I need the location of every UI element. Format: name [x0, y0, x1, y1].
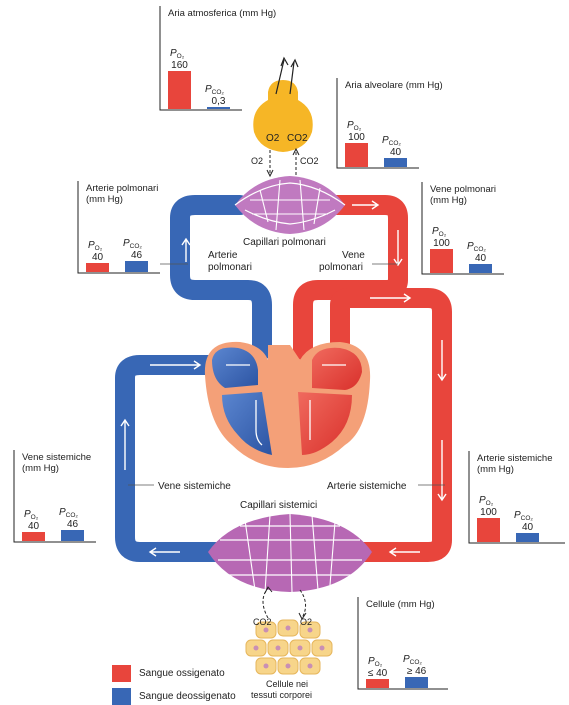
- box-title: Cellule (mm Hg): [366, 599, 435, 610]
- po2-bar: [22, 532, 45, 541]
- legend-swatch-deoxygenated: [112, 688, 131, 705]
- tissue-o2-label: O2: [300, 617, 312, 627]
- pco2-value: 46: [67, 519, 79, 530]
- pco2-bar: [207, 107, 230, 109]
- box-title-2: (mm Hg): [86, 194, 123, 205]
- box-title: Aria atmosferica (mm Hg): [168, 8, 276, 19]
- po2-label: PO₂: [88, 240, 103, 252]
- label-capillari-polmonari: Capillari polmonari: [243, 237, 326, 248]
- tissue-co2-label: CO2: [253, 617, 272, 627]
- pco2-label: PCO₂: [467, 241, 486, 253]
- pco2-value: 40: [475, 253, 487, 264]
- pco2-value: 40: [522, 522, 534, 533]
- pco2-label: PCO₂: [205, 84, 224, 96]
- pressure-box-alv: Aria alveolare (mm Hg) 100 40 PO₂ PCO₂: [337, 78, 443, 168]
- pco2-label: PCO₂: [382, 135, 401, 147]
- po2-label: PO₂: [368, 656, 383, 668]
- pulmonary-capillaries: [235, 176, 345, 234]
- lung-co2-arrow-label: CO2: [300, 156, 319, 166]
- pco2-label: PCO₂: [59, 507, 78, 519]
- pco2-bar: [384, 158, 407, 167]
- legend-item-oxygenated: Sangue ossigenato: [112, 664, 282, 683]
- pco2-value: ≥ 46: [407, 666, 427, 677]
- label-arterie-polmonari-2: polmonari: [208, 262, 252, 273]
- po2-value: 100: [348, 132, 365, 143]
- pco2-label: PCO₂: [514, 510, 533, 522]
- legend-swatch-oxygenated: [112, 665, 131, 682]
- box-title: Vene polmonari: [430, 184, 496, 195]
- lung-o2-arrow-label: O2: [251, 156, 263, 166]
- po2-value: 40: [92, 252, 104, 263]
- label-capillari-sistemici: Capillari sistemici: [240, 500, 317, 511]
- legend-label-deoxygenated: Sangue deossigenato: [139, 691, 236, 702]
- alveolus: O2 CO2 O2 CO2: [251, 58, 319, 176]
- pco2-bar: [125, 261, 148, 272]
- po2-value: ≤ 40: [368, 668, 388, 679]
- heart: [205, 342, 370, 468]
- legend: Sangue ossigenato Sangue deossigenato: [112, 664, 282, 705]
- alveolus-co2-label: CO2: [287, 133, 308, 144]
- po2-bar: [477, 518, 500, 542]
- po2-bar: [86, 263, 109, 272]
- po2-label: PO₂: [347, 120, 362, 132]
- po2-label: PO₂: [479, 495, 494, 507]
- pco2-bar: [61, 530, 84, 541]
- pco2-value: 40: [390, 147, 402, 158]
- pco2-label: PCO₂: [123, 238, 142, 250]
- po2-label: PO₂: [24, 509, 39, 521]
- po2-value: 40: [28, 521, 40, 532]
- pco2-bar: [469, 264, 492, 273]
- box-title: Arterie polmonari: [86, 183, 158, 194]
- pressure-box-cell: Cellule (mm Hg) ≤ 40 ≥ 46 PO₂ PCO₂: [358, 597, 448, 689]
- pulmonary-artery: [180, 205, 262, 350]
- pco2-value: 46: [131, 250, 143, 261]
- pco2-bar: [405, 677, 428, 688]
- pco2-label: PCO₂: [403, 654, 422, 666]
- po2-bar: [345, 143, 368, 167]
- pressure-box-art_sist: Arterie sistemiche(mm Hg) 100 40 PO₂ PCO₂: [469, 451, 565, 543]
- box-title: Arterie sistemiche: [477, 453, 553, 464]
- box-title-2: (mm Hg): [22, 463, 59, 474]
- legend-item-deoxygenated: Sangue deossigenato: [112, 687, 282, 705]
- box-title: Aria alveolare (mm Hg): [345, 80, 443, 91]
- pressure-box-atm: Aria atmosferica (mm Hg) 160 0,3 PO₂ PCO₂: [160, 6, 276, 110]
- label-vene-sistemiche: Vene sistemiche: [158, 481, 231, 492]
- legend-label-oxygenated: Sangue ossigenato: [139, 668, 225, 679]
- box-title-2: (mm Hg): [477, 464, 514, 475]
- systemic-capillaries: [208, 514, 372, 592]
- po2-value: 100: [480, 507, 497, 518]
- po2-bar: [430, 249, 453, 273]
- label-arterie-sistemiche: Arterie sistemiche: [327, 481, 407, 492]
- po2-label: PO₂: [170, 48, 185, 60]
- label-arterie-polmonari-1: Arterie: [208, 250, 238, 261]
- po2-label: PO₂: [432, 226, 447, 238]
- po2-bar: [168, 71, 191, 109]
- pressure-box-ven_polm: Vene polmonari(mm Hg) 100 40 PO₂ PCO₂: [422, 182, 504, 274]
- pco2-value: 0,3: [212, 96, 226, 107]
- po2-bar: [366, 679, 389, 688]
- pressure-box-ven_sist: Vene sistemiche(mm Hg) 40 46 PO₂ PCO₂: [14, 450, 96, 542]
- box-title: Vene sistemiche: [22, 452, 91, 463]
- label-vene-polmonari-2: polmonari: [319, 262, 363, 273]
- pressure-box-art_polm: Arterie polmonari(mm Hg) 40 46 PO₂ PCO₂: [78, 181, 160, 273]
- alveolus-o2-label: O2: [266, 133, 280, 144]
- po2-value: 160: [171, 60, 188, 71]
- po2-value: 100: [433, 238, 450, 249]
- box-title-2: (mm Hg): [430, 195, 467, 206]
- pco2-bar: [516, 533, 539, 542]
- label-vene-polmonari-1: Vene: [342, 250, 365, 261]
